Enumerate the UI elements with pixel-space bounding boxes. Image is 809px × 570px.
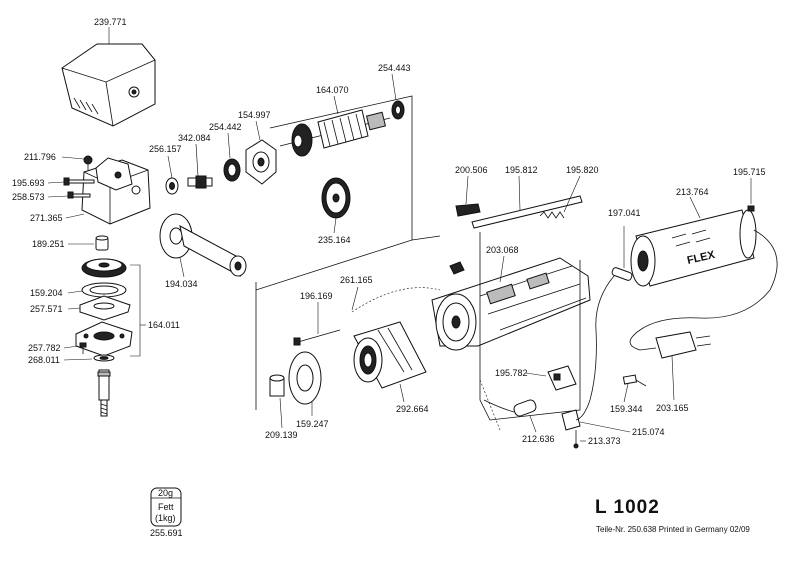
part-label-189251: 189.251 (32, 239, 65, 249)
part-label-271365: 271.365 (30, 213, 63, 223)
part-label-194034: 194.034 (165, 279, 198, 289)
screw-211796 (83, 155, 93, 170)
grease-can: 20g Fett (1kg) (150, 487, 182, 527)
part-label-209139: 209.139 (265, 430, 298, 440)
plate-154997 (245, 139, 277, 185)
cable-clamp (561, 409, 581, 431)
small-clip (449, 261, 465, 275)
part-label-195693: 195.693 (12, 178, 45, 188)
part-label-268011: 268.011 (28, 355, 60, 365)
part-label-239771: 239.771 (94, 17, 127, 27)
bearing-189251 (95, 235, 109, 251)
part-label-159204: 159.204 (30, 288, 63, 298)
grease-weight: 20g (158, 488, 173, 498)
washer-268011 (93, 354, 115, 362)
screw-195693 (63, 177, 95, 186)
motor-cover: FLEX (630, 209, 757, 287)
screw-213373 (573, 430, 579, 449)
model-title: L 1002 (595, 497, 660, 518)
switch-rod (471, 195, 583, 229)
stator (353, 321, 427, 389)
part-label-254442: 254.442 (209, 122, 242, 132)
part-label-203165: 203.165 (656, 403, 689, 413)
gear-head-cover (61, 43, 156, 127)
bearing-254443 (391, 100, 405, 120)
part-label-256157: 256.157 (149, 144, 182, 154)
part-label-211796: 211.796 (24, 152, 56, 162)
part-label-235164: 235.164 (318, 235, 351, 245)
power-cable (575, 229, 778, 421)
footer-note: Teile-Nr. 250.638 Printed in Germany 02/… (596, 525, 750, 534)
part-label-213764: 213.764 (676, 187, 709, 197)
part-label-257571: 257.571 (30, 304, 63, 314)
part-label-257782: 257.782 (28, 343, 61, 353)
part-label-212636: 212.636 (522, 434, 555, 444)
ring-256157 (165, 177, 179, 195)
cable-sleeve (611, 267, 633, 281)
switch-button (455, 203, 481, 217)
armature (279, 109, 391, 157)
part-label-195820: 195.820 (566, 165, 599, 175)
spring-195820 (539, 211, 565, 219)
disc-159247 (288, 351, 322, 405)
part-label-203068: 203.068 (486, 245, 519, 255)
spindle (97, 369, 111, 417)
part-label-164070: 164.070 (316, 85, 349, 95)
part-label-254443: 254.443 (378, 63, 411, 73)
gear-housing (81, 157, 151, 225)
part-label-195782: 195.782 (495, 368, 528, 378)
part-label-213373: 213.373 (588, 436, 621, 446)
part-label-215074: 215.074 (632, 427, 665, 437)
screw-258573 (67, 191, 91, 199)
part-label-164011: 164.011 (148, 320, 180, 330)
switch-195782 (547, 365, 577, 391)
grease-label-1: Fett (158, 502, 174, 512)
screw-195715 (747, 205, 755, 212)
grease-label-2: (1kg) (155, 513, 176, 523)
part-label-342084: 342.084 (178, 133, 211, 143)
capacitor-212636 (483, 399, 537, 417)
carbon-brush (622, 374, 647, 387)
screw-257782 (79, 342, 87, 354)
part-label-255691: 255.691 (150, 528, 183, 538)
part-label-159247: 159.247 (296, 419, 329, 429)
flange-housing (75, 321, 133, 357)
disc-159204 (81, 282, 127, 298)
screw-196169 (293, 329, 341, 346)
part-label-195812: 195.812 (505, 165, 538, 175)
bevel-gear (81, 258, 127, 278)
part-label-258573: 258.573 (12, 192, 45, 202)
part-label-292664: 292.664 (396, 404, 429, 414)
pinion-342084 (187, 175, 213, 189)
part-label-261165: 261.165 (340, 275, 373, 285)
part-label-200506: 200.506 (455, 165, 488, 175)
ring-209139 (269, 374, 285, 397)
bearing-254442 (223, 158, 241, 182)
part-label-154997: 154.997 (238, 110, 271, 120)
gear-235164 (321, 177, 351, 219)
plate-257571 (79, 295, 131, 321)
motor-housing (431, 257, 591, 351)
part-label-197041: 197.041 (608, 208, 641, 218)
side-handle (159, 213, 247, 277)
part-label-195715: 195.715 (733, 167, 766, 177)
part-label-159344: 159.344 (610, 404, 643, 414)
part-label-196169: 196.169 (300, 291, 333, 301)
